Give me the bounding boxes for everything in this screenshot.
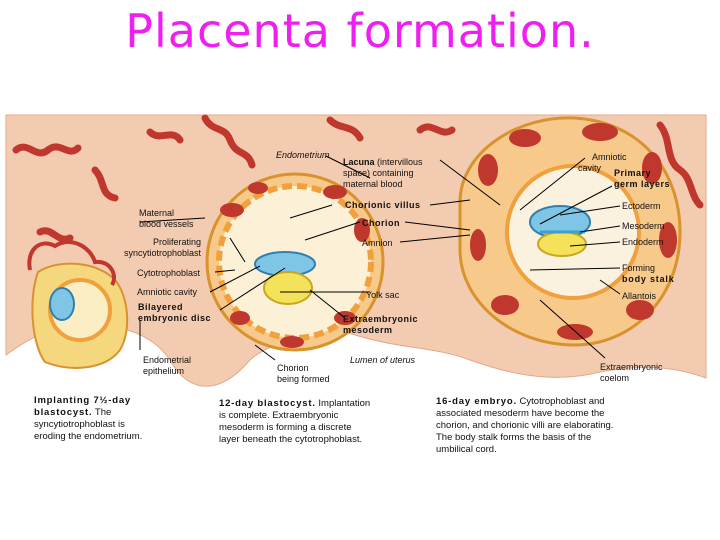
- label-mesoderm: Mesoderm: [622, 221, 665, 232]
- label-ectoderm: Ectoderm: [622, 201, 661, 212]
- label-yolk-sac: Yolk sac: [366, 290, 399, 301]
- label-lumen-of-uterus: Lumen of uterus: [350, 355, 415, 366]
- label-cytotrophoblast: Cytotrophoblast: [137, 268, 200, 279]
- label-amniotic-cavity: Amniotic cavity: [137, 287, 197, 298]
- label-chorionic-villus: Chorionic villus: [345, 200, 421, 211]
- label-endometrium: Endometrium: [276, 150, 330, 161]
- caption-implanting-blastocyst: Implanting 7½-day blastocyst. The syncyt…: [34, 395, 184, 443]
- caption-12-day-blastocyst: 12-day blastocyst. Implantation is compl…: [219, 398, 419, 446]
- label-chorion: Chorion: [362, 218, 400, 229]
- label-endoderm: Endoderm: [622, 237, 664, 248]
- caption-16-day-embryo: 16-day embryo. Cytotrophoblast and assoc…: [436, 396, 706, 456]
- label-amnion: Amnion: [362, 238, 393, 249]
- label-allantois: Allantois: [622, 291, 656, 302]
